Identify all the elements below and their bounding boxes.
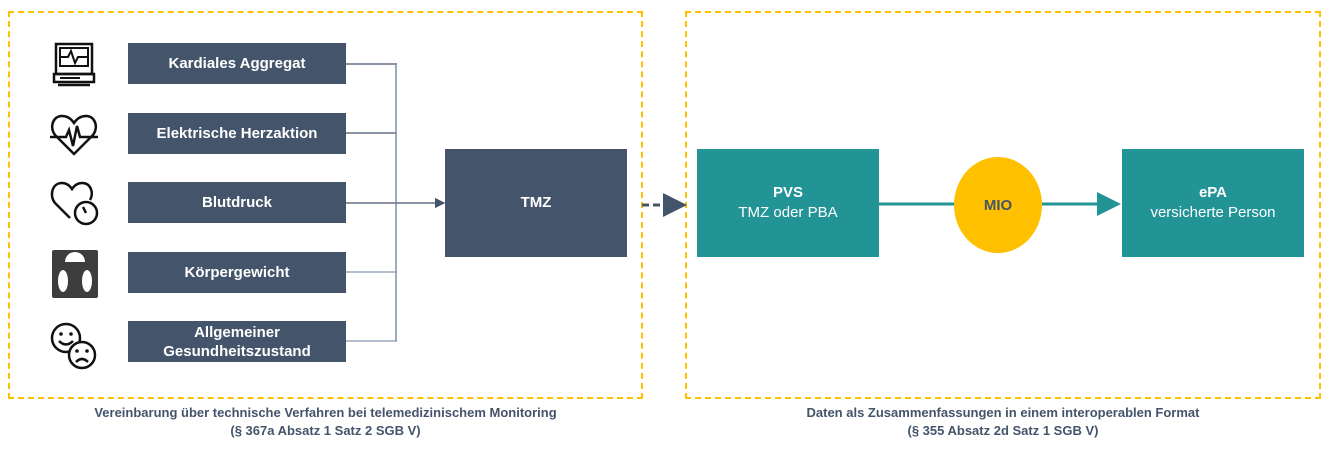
tmz-label: TMZ — [520, 194, 552, 211]
source-blutdruck: Blutdruck — [128, 182, 346, 223]
mio-label: MIO — [983, 196, 1013, 214]
heart-gauge-icon — [50, 181, 99, 226]
source-label: Allgemeiner Gesundheitszustand — [163, 323, 311, 360]
pvs-box: PVS TMZ oder PBA — [697, 149, 879, 257]
source-label: Elektrische Herzaktion — [156, 125, 318, 142]
right-caption: Daten als Zusammenfassungen in einem int… — [685, 404, 1321, 440]
source-label: Blutdruck — [201, 194, 272, 211]
pvs-title: PVS — [772, 184, 803, 201]
source-allgemeiner-gesundheitszustand: Allgemeiner Gesundheitszustand — [128, 321, 346, 362]
source-koerpergewicht: Körpergewicht — [128, 252, 346, 293]
source-kardiales-aggregat: Kardiales Aggregat — [128, 43, 346, 84]
source-label: Körpergewicht — [184, 264, 290, 281]
right-caption-line2: (§ 355 Absatz 2d Satz 1 SGB V) — [907, 423, 1099, 438]
left-caption: Vereinbarung über technische Verfahren b… — [8, 404, 643, 440]
tmz-box: TMZ — [445, 149, 627, 257]
mio-circle: MIO — [954, 157, 1042, 253]
source-connectors — [346, 63, 446, 342]
heart-pulse-icon — [50, 114, 98, 156]
left-caption-line2: (§ 367a Absatz 1 Satz 2 SGB V) — [230, 423, 421, 438]
happy-sad-faces-icon — [50, 322, 97, 370]
right-caption-line1: Daten als Zusammenfassungen in einem int… — [806, 405, 1200, 420]
scale-icon — [52, 250, 98, 298]
epa-subtitle: versicherte Person — [1150, 204, 1276, 221]
epa-title: ePA — [1198, 184, 1228, 201]
source-label: Kardiales Aggregat — [168, 55, 306, 72]
cardiac-monitor-icon — [52, 42, 96, 87]
left-caption-line1: Vereinbarung über technische Verfahren b… — [94, 405, 557, 420]
source-elektrische-herzaktion: Elektrische Herzaktion — [128, 113, 346, 154]
epa-box: ePA versicherte Person — [1122, 149, 1304, 257]
pvs-subtitle: TMZ oder PBA — [738, 204, 838, 221]
